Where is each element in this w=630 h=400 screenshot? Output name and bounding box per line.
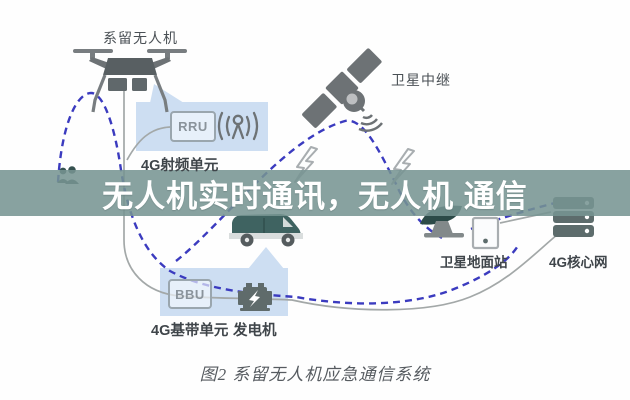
van-icon (229, 214, 303, 247)
rru-chip: RRU (170, 111, 216, 142)
figure-caption: 图2 系留无人机应急通信系统 (199, 365, 431, 384)
bbu-chip: BBU (168, 279, 212, 309)
monitor-icon (471, 216, 500, 250)
generator-icon (238, 283, 272, 311)
banner-title: 无人机实时通讯，无人机 通信 (102, 178, 528, 214)
drone-icon (73, 49, 187, 113)
comm-link-user-drone-groundstation (56, 91, 521, 305)
rru-cable-line (126, 126, 171, 161)
rru-callout (136, 84, 268, 151)
core-network-label: 4G核心网 (549, 255, 608, 270)
rru-unit-label: 4G射频单元 (141, 158, 219, 174)
satellite-relay-label: 卫星中继 (391, 72, 451, 88)
satellite-icon (302, 48, 383, 132)
bbu-unit-label: 4G基带单元 (151, 323, 229, 339)
antenna-icon (217, 111, 259, 141)
generator-label: 发电机 (233, 323, 277, 339)
comm-link-bbu-satellite-dish (175, 119, 443, 262)
ground-station-label: 卫星地面站 (440, 255, 508, 270)
title-banner: 无人机实时通讯，无人机 通信 (0, 170, 630, 216)
tether-backhaul-line (123, 88, 559, 311)
drone-label: 系留无人机 (103, 30, 178, 46)
